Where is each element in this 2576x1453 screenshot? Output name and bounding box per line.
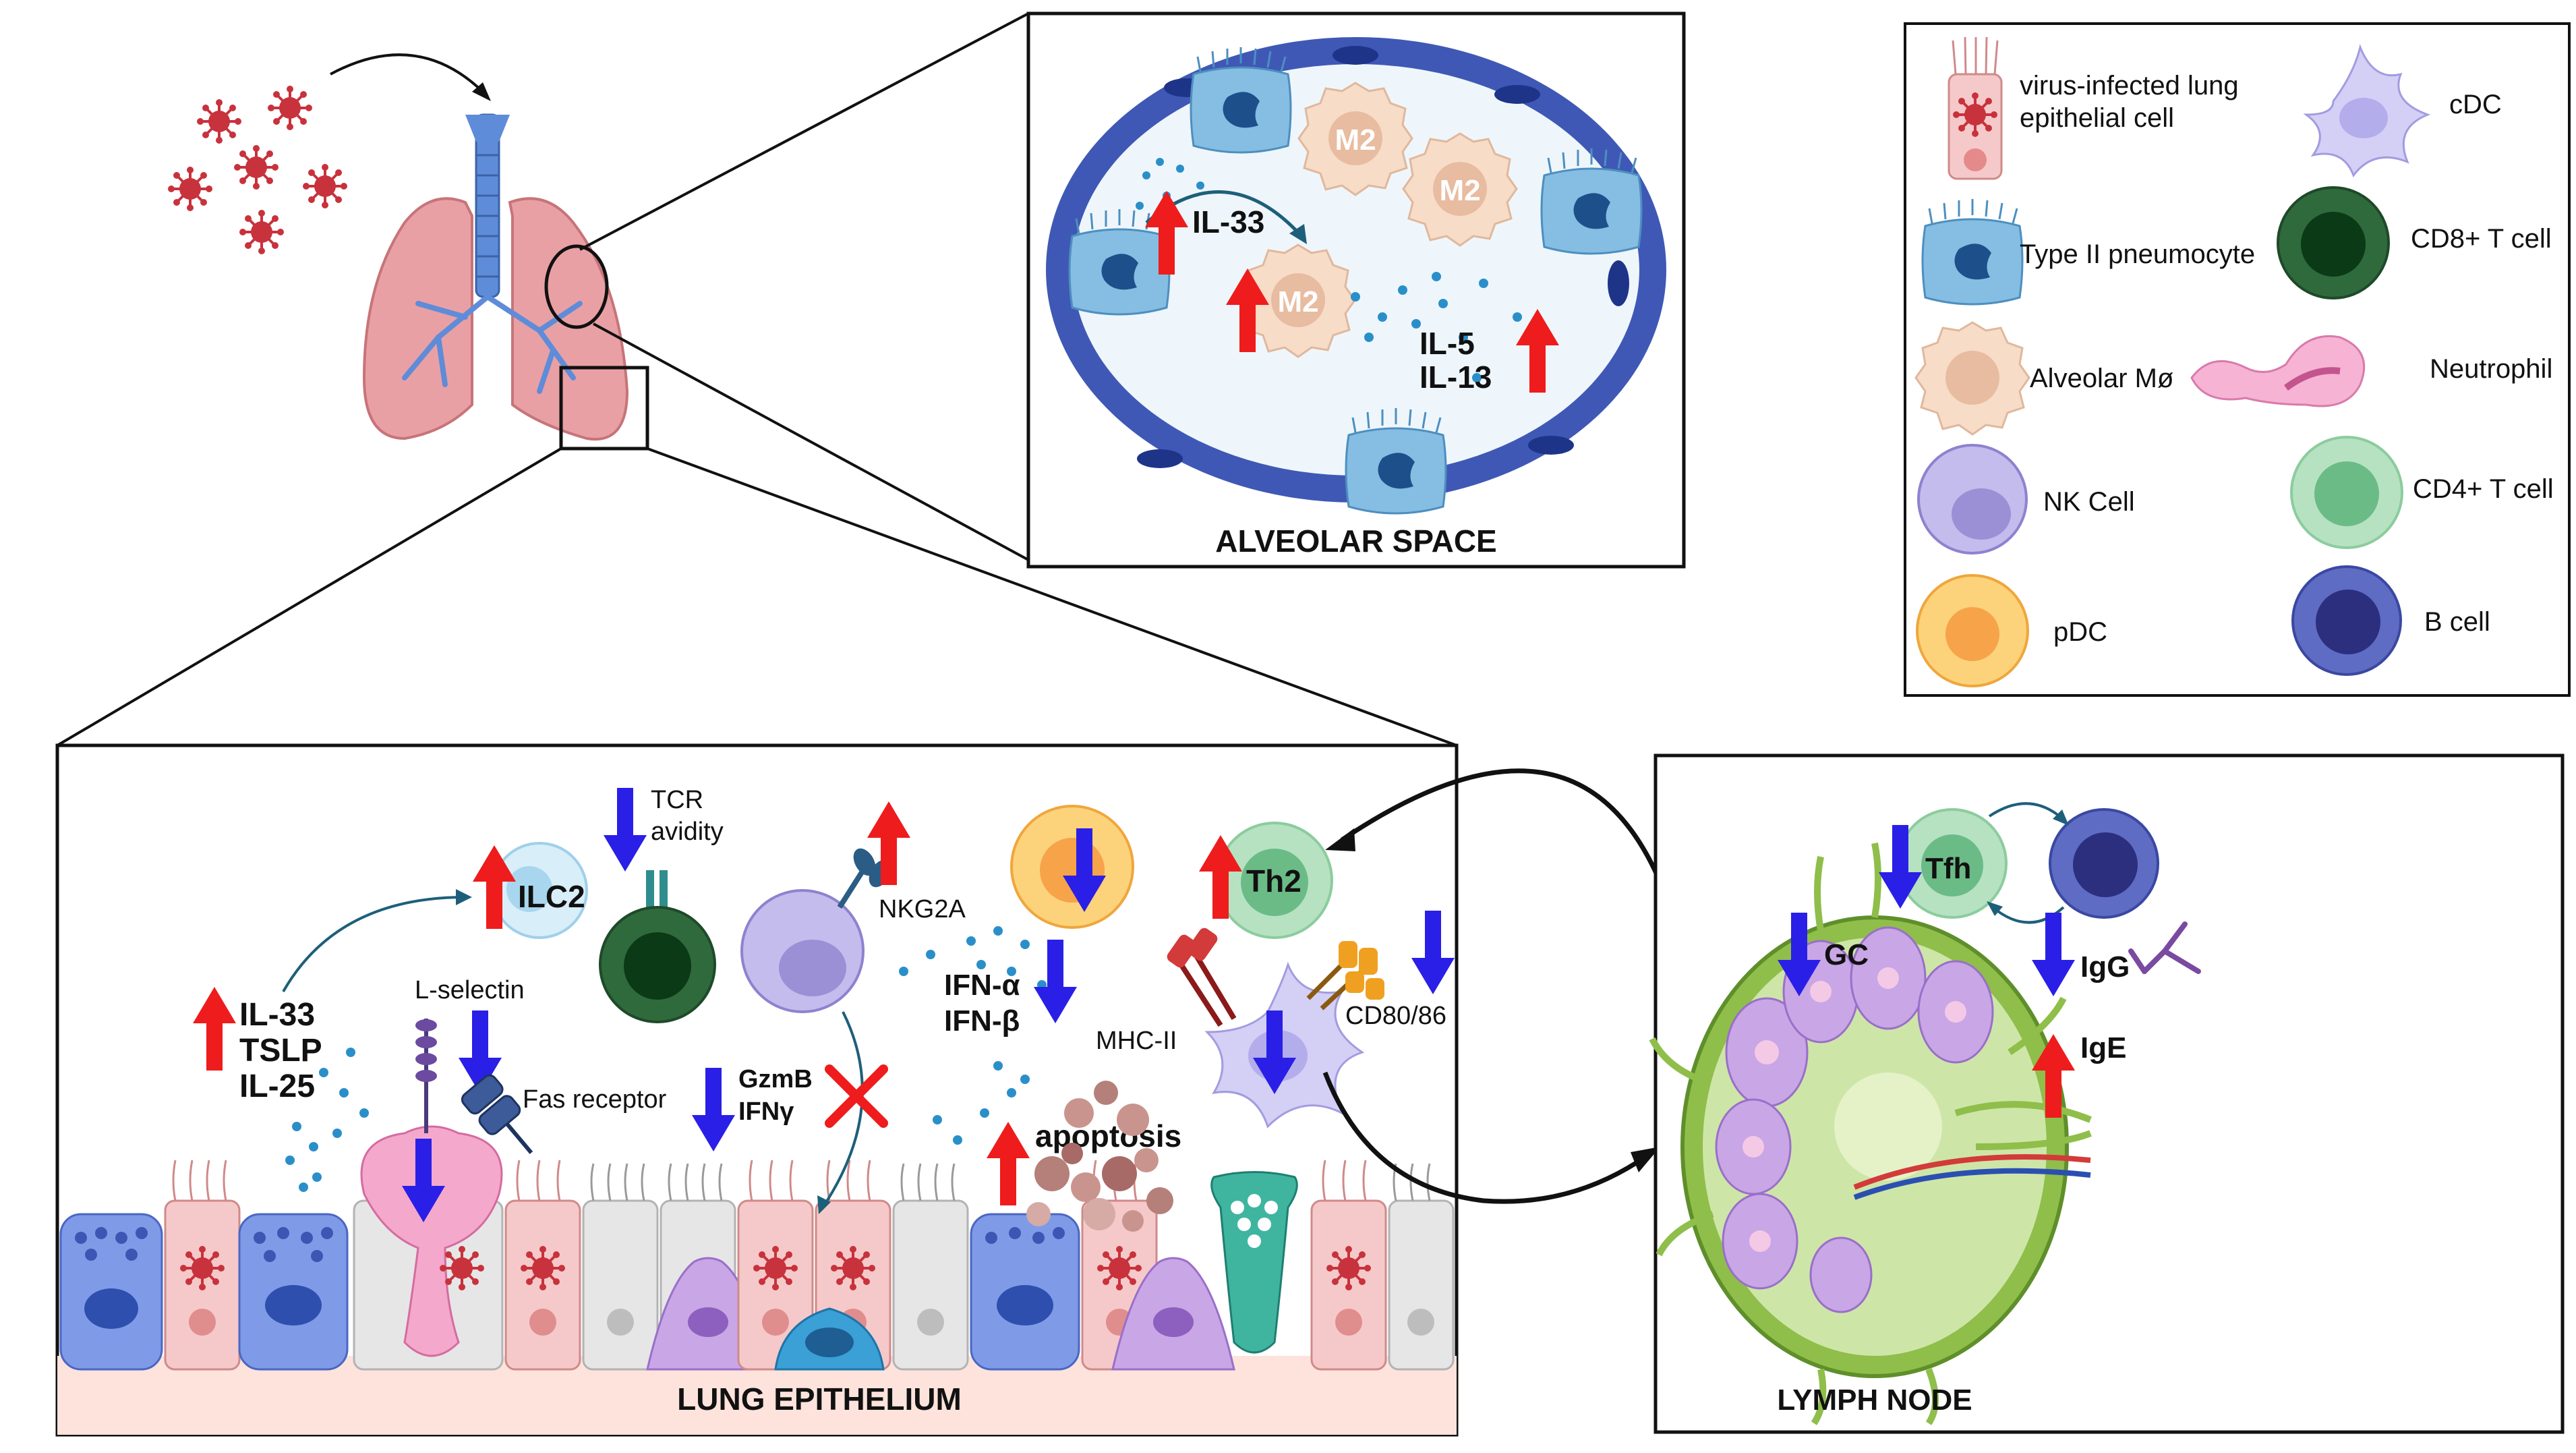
legend-pdc-label: pDC [2053,617,2107,647]
virus-icon [519,1245,566,1292]
legend-b-cell-label: B cell [2424,607,2490,637]
virus-icon [301,163,349,210]
tslp-label: TSLP [239,1033,322,1069]
legend-cd4-icon [2290,436,2403,549]
gc-label: GC [1824,938,1869,971]
il33-label: IL-33 [1192,204,1264,239]
il5-label: IL-5 [1419,326,1475,361]
virus-icon [752,1245,799,1292]
virus-icon [238,208,285,256]
goblet-cell [1210,1171,1298,1354]
lymph-node-title: LYMPH NODE [1777,1384,1972,1417]
nkg2a-label: NKG2A [879,895,966,923]
lymph-node-panel: Tfh GC IgG IgE LYMPH NODE [1649,753,2565,1434]
igg-label: IgG [2080,950,2130,984]
legend-nk-label: NK Cell [2043,487,2135,517]
fas-receptor-icon [461,1074,533,1154]
ige-label: IgE [2080,1031,2126,1064]
legend-nk-cell-icon [1917,444,2028,554]
legend-cd8-label: CD8+ T cell [2411,224,2552,254]
legend-virus-infected-label-line1: virus-infected lung [2020,71,2239,101]
l-selectin-label: L-selectin [415,976,525,1004]
m2-label: M2 [1335,123,1376,156]
legend-type2-label: Type II pneumocyte [2020,239,2255,269]
virus-icon [167,165,214,212]
legend-pdc-icon [1916,574,2029,687]
ifng-label: IFNγ [738,1098,794,1126]
legend-cdc-icon [2303,44,2431,178]
legend-b-cell-icon [2291,565,2402,676]
alveolar-space-panel: M2 M2 M2 IL-33 IL-5 IL-13 ALVEOLAR SPACE [1026,11,1686,569]
avidity-label: avidity [651,818,724,846]
l-selectin-receptor-icon [415,1019,437,1133]
virus-icon [233,144,280,191]
gzmb-label: GzmB [738,1065,813,1093]
legend-panel: virus-infected lung epithelial cell Type… [1904,22,2571,697]
legend-cd4-label: CD4+ T cell [2413,474,2554,504]
virus-icon [266,84,314,132]
legend-neutrophil-label: Neutrophil [2430,354,2552,384]
ilc2-label: ILC2 [518,879,585,914]
legend-virus-infected-label-line2: epithelial cell [2020,103,2174,133]
tfh-label: Tfh [1925,852,1971,885]
ifn-alpha-label: IFN-α [944,969,1020,1002]
b-cell [2049,808,2159,919]
virus-icon [1325,1245,1372,1292]
apoptotic-cell-debris [1026,1081,1173,1232]
lymph-vessels [1649,843,2092,1425]
mhc-ii-label: MHC-II [1096,1027,1177,1055]
alveolar-space-title: ALVEOLAR SPACE [1215,523,1496,559]
epithelium-callout-box [559,366,649,451]
il33-epithelial-label: IL-33 [239,997,315,1033]
legend-virus-infected-cell-icon [1948,36,2003,180]
fas-receptor-label: Fas receptor [523,1085,667,1114]
epithelial-cell-row [59,1125,1455,1371]
th2-cell [1216,822,1333,939]
legend-cd8-icon [2277,186,2390,300]
cdc-to-lymph-arrow [1322,1071,1647,1204]
nk-cell [740,889,865,1013]
cd80-86-receptor-icon [1306,941,1384,1010]
il25-label: IL-25 [239,1069,315,1104]
mhc-ii-receptor-icon [1167,928,1237,1027]
alveolus-callout-circle [544,244,609,329]
ifn-beta-label: IFN-β [944,1004,1020,1037]
th2-label: Th2 [1246,863,1301,899]
antibody-icon [2128,921,2201,974]
blocked-cross-icon [825,1064,888,1128]
m2-label: M2 [1439,174,1480,207]
viral-entry-arrow [330,53,487,96]
virus-icon [438,1245,486,1292]
lung-epithelium-title: LUNG EPITHELIUM [677,1381,962,1417]
virus-icon [829,1245,877,1292]
tcr-label: TCR [651,786,703,814]
tcr-receptor-icon [646,870,668,911]
il13-label: IL-13 [1419,360,1492,395]
legend-neutrophil-icon [2190,335,2366,407]
lung-epithelium-panel: LUNG EPITHELIUM [55,743,1459,1437]
apoptosis-label: apoptosis [1035,1118,1181,1153]
virus-icon [179,1245,226,1292]
virus-icon [1096,1245,1143,1292]
tfh-cell [1897,808,2008,919]
virus-icon [196,98,243,145]
pdc-cell [1010,805,1134,929]
ifn-dots [899,926,1047,1145]
legend-alveolar-mac-label: Alveolar Mø [2030,364,2173,393]
legend-cdc-label: cDC [2449,90,2502,119]
cytokine-dots [285,1048,369,1192]
ilc2-cell [491,842,588,939]
m2-label: M2 [1277,285,1318,318]
cd80-86-label: CD80/86 [1345,1002,1446,1030]
lymph-to-th2-arrow [1341,768,1665,888]
cd8-t-cell [599,906,716,1023]
lungs-illustration [56,12,1457,747]
